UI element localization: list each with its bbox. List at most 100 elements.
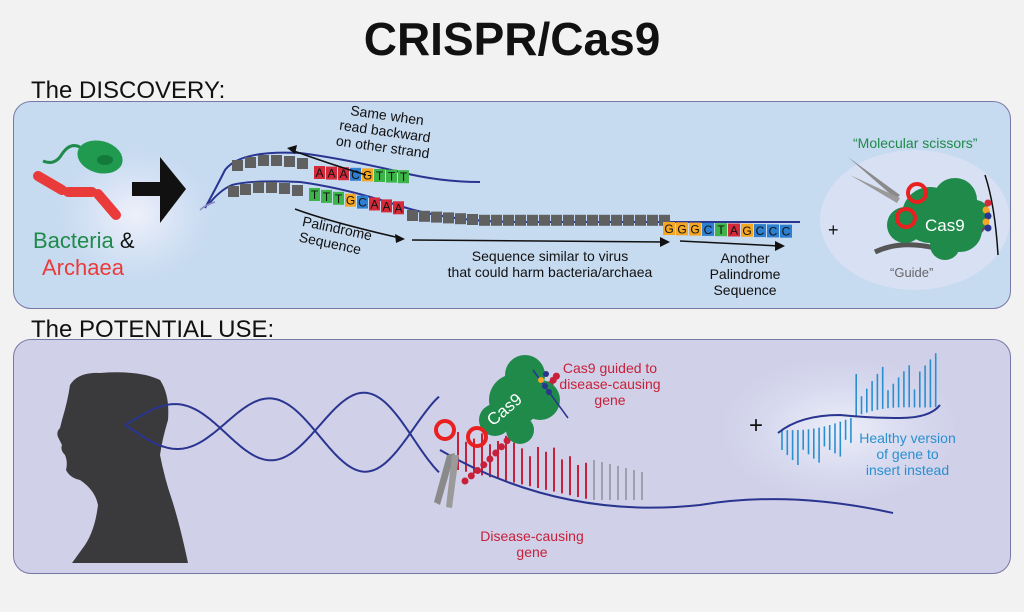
- spacer-tile: [635, 214, 646, 226]
- base-tile: [350, 167, 361, 181]
- top-strand-spacers: [232, 155, 308, 171]
- spacer-tile: [245, 157, 256, 168]
- cas9-guided-label: Cas9 guided to disease-causing gene: [559, 360, 661, 408]
- base-tile: [326, 166, 337, 180]
- scissors-icon: [848, 157, 928, 229]
- bacteria-glow: [60, 150, 210, 280]
- spacer-tile: [292, 185, 303, 196]
- base-tile: [663, 222, 675, 235]
- spacer-tile: [240, 184, 251, 195]
- base-letter: C: [782, 225, 791, 239]
- backward-arrow: [290, 149, 367, 176]
- spacer-tile: [258, 155, 269, 166]
- spacer-tile: [563, 214, 574, 226]
- base-letter: G: [742, 224, 751, 238]
- spacer-tile: [503, 214, 514, 226]
- spacer-tile: [491, 214, 502, 226]
- plus-sign-2: +: [749, 412, 764, 439]
- potential-use-section-title: The POTENTIAL USE:: [31, 316, 275, 343]
- helix-strand-a: [124, 391, 440, 474]
- right-arrow-icon: [132, 157, 186, 223]
- guide-bead: [486, 455, 494, 463]
- base-tile: [369, 197, 380, 211]
- virus-sequence-label: Sequence similar to virus that could har…: [447, 248, 653, 280]
- palindrome2-arrow: [679, 240, 781, 247]
- spacer-tile: [659, 214, 670, 226]
- base-tile: [754, 224, 766, 238]
- guide-label: “Guide”: [890, 265, 934, 280]
- spacer-tile: [647, 214, 658, 226]
- virus-seq-arrowhead-icon: [660, 237, 670, 247]
- base-letter: G: [346, 194, 355, 208]
- base-letter: A: [370, 198, 378, 212]
- guide-bead: [480, 461, 488, 469]
- spacer-tile: [539, 214, 550, 226]
- base-tile: [362, 168, 373, 182]
- base-tile: [314, 166, 325, 179]
- base-tile: [689, 222, 701, 236]
- palindrome-arrowhead-icon: [395, 234, 405, 243]
- bottom-strand-spacers: [228, 182, 303, 197]
- base-letter: C: [351, 168, 360, 182]
- base-letter: A: [394, 201, 402, 215]
- base-tile: [702, 222, 714, 236]
- base-letter: A: [327, 167, 335, 181]
- discovery-section-title: The DISCOVERY:: [31, 77, 226, 104]
- base-letter: T: [335, 192, 343, 206]
- guide-bead: [467, 472, 475, 480]
- virus-seq-arrow: [411, 239, 666, 243]
- base-letter: C: [756, 224, 765, 238]
- base-letter: C: [769, 224, 778, 238]
- spacer-tile: [232, 160, 243, 171]
- guide-bead: [498, 443, 505, 451]
- base-tile: [338, 167, 349, 181]
- healthy-gene-rungs: [781, 353, 937, 465]
- base-tile: [374, 169, 385, 182]
- base-letter: T: [311, 188, 319, 202]
- spacer-tile: [407, 210, 418, 221]
- red-archaea-icon: [33, 171, 121, 220]
- spacer-tile: [279, 183, 290, 194]
- base-letter: G: [664, 222, 673, 236]
- base-tile: [780, 224, 792, 238]
- scissors-icon-2: [434, 419, 488, 508]
- base-letter: A: [315, 166, 323, 180]
- base-tile: [741, 223, 753, 237]
- base-tile: [381, 199, 392, 213]
- base-tile: [321, 189, 332, 203]
- spacer-tile: [455, 213, 466, 225]
- spacer-tile: [266, 182, 277, 193]
- spacer-tile: [228, 186, 239, 197]
- spacer-tile: [271, 155, 282, 166]
- spacer-tile: [599, 214, 610, 226]
- bacteria-label: Bacteria: [33, 228, 114, 253]
- spacer-tile: [515, 214, 526, 226]
- healthy-gene-label: Healthy version of gene to insert instea…: [859, 430, 956, 478]
- healthy-gene-strand: [777, 404, 941, 434]
- human-head-icon: [57, 372, 189, 563]
- base-letter: T: [400, 170, 408, 184]
- guide-bead: [552, 372, 560, 380]
- palindrome-arrow: [294, 208, 401, 239]
- guide-bead: [503, 437, 511, 445]
- base-tile: [728, 223, 740, 237]
- guide-bead: [492, 449, 500, 457]
- base-tile: [357, 195, 368, 209]
- page-title: CRISPR/Cas9: [363, 13, 661, 65]
- disease-gene-rungs: [457, 432, 643, 500]
- virus-sequence-spacers: [407, 210, 670, 226]
- spacer-tile: [587, 214, 598, 226]
- base-letter: T: [717, 223, 725, 237]
- base-letter: T: [376, 169, 384, 183]
- another-palindrome-label: Another Palindrome Sequence: [709, 250, 781, 298]
- spacer-tile: [623, 214, 634, 226]
- spacer-tile: [611, 214, 622, 226]
- green-bacterium-icon: [42, 140, 123, 174]
- spacer-tile: [284, 156, 295, 167]
- base-letter: C: [358, 196, 367, 210]
- spacer-tile: [575, 214, 586, 226]
- cas9-label: Cas9: [925, 216, 965, 235]
